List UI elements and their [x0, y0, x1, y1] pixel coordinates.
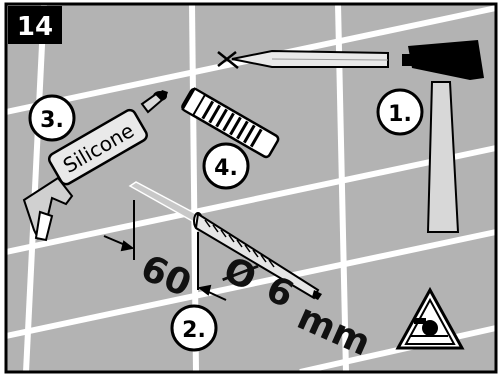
- nail-icon: [217, 49, 389, 69]
- step-1-label: 1.: [388, 102, 412, 127]
- step-3-label: 3.: [40, 108, 64, 133]
- depth-dimension: [103, 200, 227, 301]
- step-2-label: 2.: [182, 318, 206, 343]
- step-3-marker: 3.: [28, 94, 76, 142]
- drill-bit-icon: [128, 181, 322, 300]
- wall-plug-icon: [181, 87, 280, 159]
- hammer-icon: [402, 40, 484, 233]
- step-4-marker: 4.: [202, 142, 250, 190]
- step-4-label: 4.: [214, 156, 238, 181]
- step-number-badge: 14: [8, 6, 62, 44]
- step-2-marker: 2.: [170, 304, 218, 352]
- step-number: 14: [17, 12, 53, 42]
- warning-icon: [395, 286, 465, 350]
- step-1-marker: 1.: [376, 88, 424, 136]
